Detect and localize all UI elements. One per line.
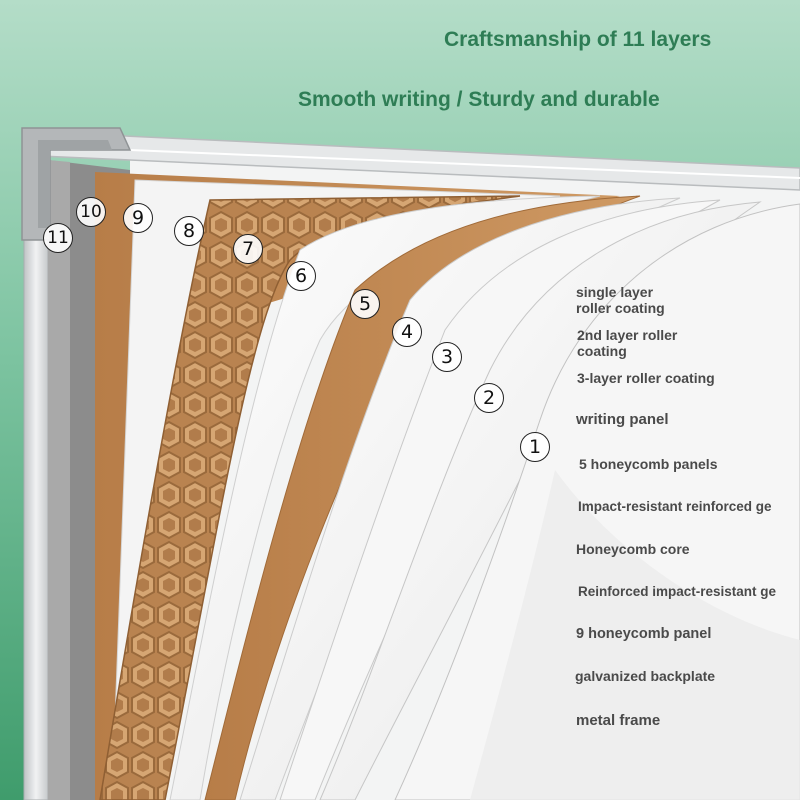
label-layer-7: Honeycomb core — [576, 541, 690, 557]
layer-number-4: 4 — [392, 317, 422, 347]
layer-number-3: 3 — [432, 342, 462, 372]
layer-number-11: 11 — [43, 223, 73, 253]
layer-number-10: 10 — [76, 197, 106, 227]
headline-smooth-writing: Smooth writing / Sturdy and durable — [298, 88, 660, 111]
label-layer-3: 3-layer roller coating — [577, 370, 715, 386]
frame-top-rail-highlight — [129, 149, 800, 179]
layer-number-7: 7 — [233, 234, 263, 264]
label-layer-5: 5 honeycomb panels — [579, 456, 718, 472]
label-layer-6: Impact-resistant reinforced ge — [578, 499, 772, 514]
backplate-edge — [48, 160, 70, 800]
label-layer-4: writing panel — [576, 411, 669, 428]
headline-craftsmanship: Craftsmanship of 11 layers — [444, 28, 712, 51]
layer-number-6: 6 — [286, 261, 316, 291]
label-layer-11: metal frame — [576, 712, 661, 729]
sheet-layer-1-shadow — [470, 470, 800, 800]
label-layer-2: 2nd layer roller coating — [577, 327, 678, 359]
layer-number-5: 5 — [350, 289, 380, 319]
label-layer-8: Reinforced impact-resistant ge — [578, 584, 777, 599]
label-layer-1: single layer roller coating — [576, 284, 665, 316]
layer-number-2: 2 — [474, 383, 504, 413]
layer-number-8: 8 — [174, 216, 204, 246]
frame-corner-cap-inner — [38, 140, 112, 228]
layer-number-9: 9 — [123, 203, 153, 233]
layer-number-1: 1 — [520, 432, 550, 462]
label-layer-10: galvanized backplate — [575, 668, 716, 684]
label-layer-9: 9 honeycomb panel — [576, 626, 712, 642]
frame-left-rail — [23, 149, 49, 800]
sheet-layer-6 — [169, 195, 601, 800]
